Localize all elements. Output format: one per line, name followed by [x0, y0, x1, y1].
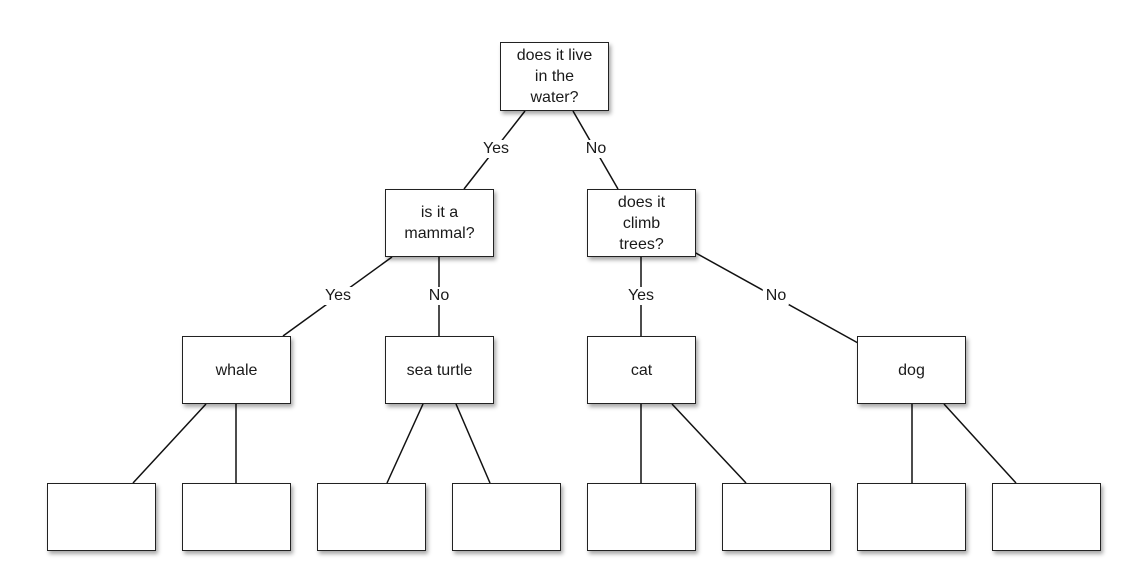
- edge-label-root-yes: Yes: [479, 140, 513, 158]
- edge-cat-right: [671, 403, 747, 484]
- dog-text: dog: [898, 361, 925, 379]
- climb-question-node: does it climb trees?: [587, 189, 696, 257]
- sea-turtle-node: sea turtle: [385, 336, 494, 404]
- edge-label-climb-no: No: [762, 287, 790, 305]
- sea-turtle-text: sea turtle: [406, 361, 473, 379]
- dog-node: dog: [857, 336, 966, 404]
- leaf-node-1: [47, 483, 156, 551]
- root-question-text: does it live in the water?: [516, 47, 593, 106]
- edge-seaturtle-right: [455, 403, 491, 484]
- mammal-question-text: is it a mammal?: [404, 204, 475, 242]
- cat-text: cat: [630, 361, 653, 379]
- whale-node: whale: [182, 336, 291, 404]
- climb-question-text: does it climb trees?: [617, 193, 666, 253]
- leaf-node-8: [992, 483, 1101, 551]
- edge-dog-right: [943, 403, 1017, 484]
- whale-text: whale: [215, 361, 258, 379]
- leaf-node-6: [722, 483, 831, 551]
- leaf-node-5: [587, 483, 696, 551]
- edge-label-mammal-no: No: [425, 287, 453, 305]
- leaf-node-2: [182, 483, 291, 551]
- leaf-node-3: [317, 483, 426, 551]
- edge-whale-left: [132, 403, 207, 484]
- edge-label-mammal-yes: Yes: [321, 287, 355, 305]
- cat-node: cat: [587, 336, 696, 404]
- mammal-question-node: is it a mammal?: [385, 189, 494, 257]
- leaf-node-7: [857, 483, 966, 551]
- edge-label-root-no: No: [582, 140, 610, 158]
- leaf-node-4: [452, 483, 561, 551]
- edge-seaturtle-left: [386, 403, 424, 484]
- root-question-node: does it live in the water?: [500, 42, 609, 111]
- edge-label-climb-yes: Yes: [624, 287, 658, 305]
